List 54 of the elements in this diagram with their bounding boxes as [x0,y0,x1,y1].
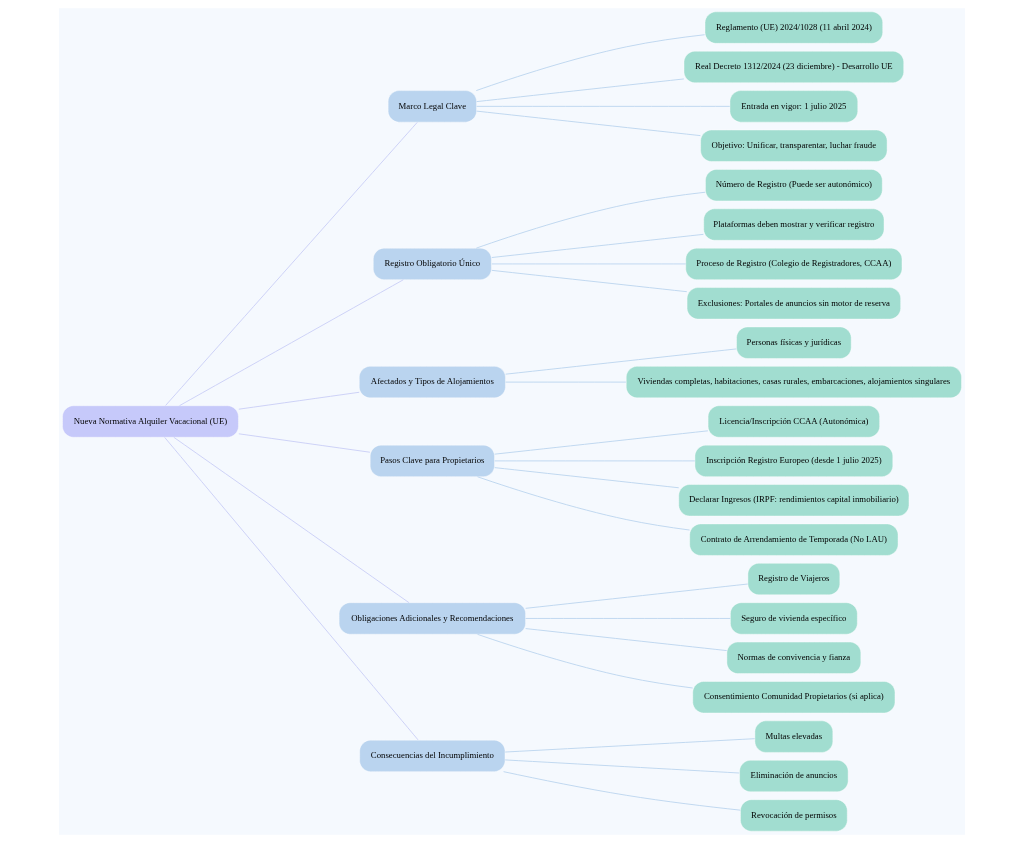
connector [165,121,418,406]
connector [164,436,419,741]
connector [475,191,706,249]
node-box: Registro de Viajeros [747,563,841,596]
node-box: Exclusiones: Portales de anuncios sin motor de reserva [686,287,901,320]
connector [505,381,627,383]
node-box: Real Decreto 1312/2024 (23 diciembre) - Desarrollo UE [683,51,904,83]
connector [475,34,706,91]
connector [476,110,701,137]
node-box: Nueva Normativa Alquiler Vacacional (UE) [62,405,239,438]
node-box: Seguro de vivienda específico [730,602,858,635]
node-box: Contrato de Arrendamiento de Temporada (No LAU) [689,523,899,556]
node-box: Pasos Clave para Propietarios [369,444,495,477]
node-box: Registro Obligatorio Único [373,247,492,280]
connector [491,233,704,258]
connector [525,583,749,609]
node-box: Número de Registro (Puede ser autonómico) [705,169,883,202]
node-box: Afectados y Tipos de Alojamientos [359,366,506,399]
connector [491,269,688,293]
connector [504,738,756,753]
node-box: Reglamento (UE) 2024/1028 (11 abril 2024) [704,11,883,44]
node-box: Multas elevadas [754,720,834,753]
connector [179,279,404,407]
connector [505,348,737,375]
node-box: Plataformas deben mostrar y verificar registro [703,208,885,241]
connector [477,476,690,531]
node-box: Personas físicas y jurídicas [736,326,852,359]
node-box: Consecuencias del Incumplimiento [359,739,506,772]
connector [476,105,731,107]
connector [525,618,731,619]
node-box: Consentimiento Comunidad Propietarios (si aplica) [692,681,896,714]
node-box: Objetivo: Unificar, transparentar, luchar fraude [700,129,888,162]
node-box: Licencia/Inscripción CCAA (Autonómica) [707,405,880,438]
connector [525,628,728,652]
node-box: Obligaciones Adicionales y Recomendaciones [338,602,526,635]
node-box: Entrada en vigor: 1 julio 2025 [729,90,858,123]
connector [494,460,696,462]
node-box: Declarar Ingresos (IRPF: rendimientos capital inmobiliario) [678,484,910,517]
node-box: Inscripción Registro Europeo (desde 1 julio 2025) [694,444,893,477]
connector [494,467,680,489]
node-box: Viviendas completas, habitaciones, casas rurales, embarcaciones, alojamientos singulares [626,366,962,399]
node-box: Eliminación de anuncios [739,760,849,792]
connector [173,436,410,604]
connector [503,771,741,811]
connector [238,391,360,410]
connector [476,78,685,103]
connector [494,430,709,455]
node-box: Revocación de permisos [740,799,848,832]
connector [238,433,371,453]
node-box: Marco Legal Clave [387,90,477,123]
connector [504,759,740,774]
node-box: Normas de convivencia y fianza [726,641,862,674]
node-box: Proceso de Registro (Colegio de Registradores, CCAA) [685,247,903,280]
connector [477,633,694,689]
